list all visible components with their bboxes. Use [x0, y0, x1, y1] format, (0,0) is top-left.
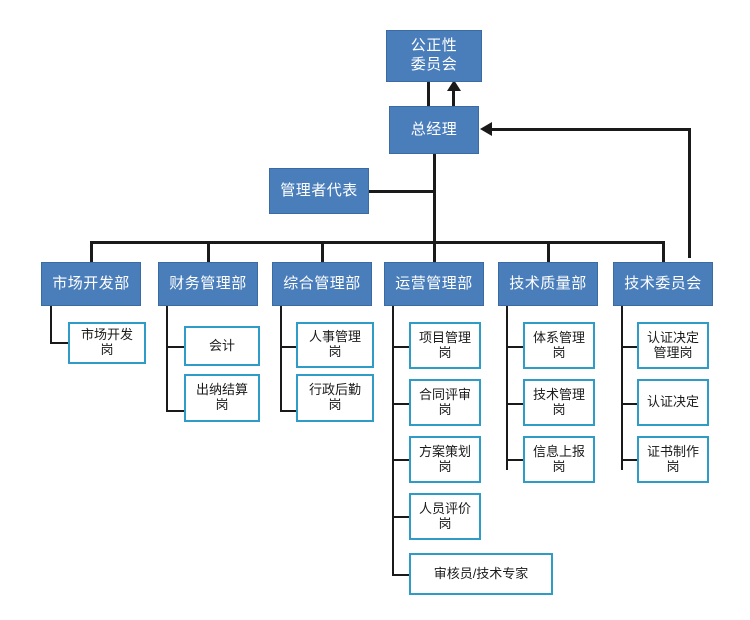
node-contract-review-post-label: 合同评审 岗 — [418, 386, 471, 417]
node-cashier-settlement-post-label: 出纳结算 岗 — [195, 382, 248, 412]
node-general-manager-label: 总经理 — [410, 121, 458, 139]
node-auditor-technical-expert-label: 审核员/技术专家 — [433, 565, 529, 581]
node-operations-management-dept[interactable]: 运营管理部 — [384, 262, 484, 306]
connector-col1-to-post-1 — [50, 342, 70, 344]
node-technical-management-post[interactable]: 技术管理 岗 — [523, 379, 595, 426]
node-system-management-post[interactable]: 体系管理 岗 — [523, 322, 595, 369]
node-project-management-post-label: 项目管理 岗 — [418, 329, 471, 360]
connector-techcommittee-to-gm — [492, 128, 691, 131]
connector-gm-to-committee-arrow-shaft — [452, 88, 455, 106]
node-general-management-dept[interactable]: 综合管理部 — [272, 262, 372, 306]
connector-col2-spine — [166, 306, 168, 412]
node-project-management-post[interactable]: 项目管理 岗 — [409, 322, 481, 369]
connector-drop-market-development — [90, 241, 93, 262]
node-management-representative[interactable]: 管理者代表 — [269, 168, 369, 214]
node-technical-quality-dept-label: 技术质量部 — [509, 275, 587, 293]
arrow-up-icon — [447, 80, 461, 91]
node-information-reporting-post-label: 信息上报 岗 — [532, 443, 585, 474]
node-admin-logistics-post-label: 行政后勤 岗 — [308, 382, 361, 412]
connector-col4-to-post-2 — [392, 403, 410, 405]
node-finance-management-dept-label: 财务管理部 — [169, 275, 247, 293]
node-general-management-dept-label: 综合管理部 — [283, 275, 361, 293]
connector-department-trunk — [90, 241, 664, 244]
node-admin-logistics-post[interactable]: 行政后勤 岗 — [296, 374, 374, 422]
connector-col2-to-post-1 — [166, 346, 186, 348]
node-certification-decision-management-post[interactable]: 认证决定 管理岗 — [637, 322, 709, 369]
node-hr-management-post-label: 人事管理 岗 — [308, 329, 361, 359]
node-operations-management-dept-label: 运营管理部 — [395, 275, 473, 293]
connector-drop-technical-committee — [662, 241, 665, 262]
arrow-left-icon — [480, 122, 492, 136]
node-certification-decision-management-post-label: 认证决定 管理岗 — [646, 329, 699, 360]
connector-col5-spine — [506, 306, 508, 470]
connector-col5-to-post-2 — [506, 403, 524, 405]
node-certificate-production-post[interactable]: 证书制作 岗 — [637, 436, 709, 483]
node-impartiality-committee[interactable]: 公正性 委员会 — [386, 30, 482, 82]
connector-col4-to-post-1 — [392, 346, 410, 348]
connector-col2-to-post-2 — [166, 410, 186, 412]
node-technical-quality-dept[interactable]: 技术质量部 — [498, 262, 598, 306]
node-technical-committee-dept-label: 技术委员会 — [624, 275, 702, 293]
connector-techcommittee-riser — [688, 128, 691, 258]
node-certification-decision-post[interactable]: 认证决定 — [637, 379, 709, 426]
connector-col5-to-post-1 — [506, 346, 524, 348]
connector-col4-spine — [392, 306, 394, 576]
connector-drop-general-management — [321, 241, 324, 262]
node-accounting-post[interactable]: 会计 — [184, 326, 260, 366]
node-certification-decision-post-label: 认证决定 — [646, 394, 699, 410]
node-hr-management-post[interactable]: 人事管理 岗 — [296, 322, 374, 368]
node-scheme-planning-post[interactable]: 方案策划 岗 — [409, 436, 481, 483]
connector-col6-to-post-1 — [621, 346, 639, 348]
node-technical-management-post-label: 技术管理 岗 — [532, 386, 585, 417]
connector-col6-to-post-3 — [621, 459, 639, 461]
node-certificate-production-post-label: 证书制作 岗 — [646, 443, 699, 474]
connector-col3-spine — [280, 306, 282, 412]
node-scheme-planning-post-label: 方案策划 岗 — [418, 443, 471, 474]
node-general-manager[interactable]: 总经理 — [389, 106, 479, 154]
node-impartiality-committee-label: 公正性 委员会 — [410, 37, 458, 73]
connector-col5-to-post-3 — [506, 459, 524, 461]
node-system-management-post-label: 体系管理 岗 — [532, 329, 585, 360]
node-market-development-dept[interactable]: 市场开发部 — [41, 262, 141, 306]
node-cashier-settlement-post[interactable]: 出纳结算 岗 — [184, 374, 260, 422]
node-finance-management-dept[interactable]: 财务管理部 — [158, 262, 258, 306]
node-information-reporting-post[interactable]: 信息上报 岗 — [523, 436, 595, 483]
node-market-development-post-label: 市场开发 岗 — [80, 327, 133, 357]
connector-col6-to-post-2 — [621, 403, 639, 405]
connector-drop-technical-quality — [547, 241, 550, 262]
node-personnel-evaluation-post-label: 人员评价 岗 — [418, 500, 471, 531]
connector-col4-to-post-4 — [392, 516, 410, 518]
connector-committee-to-gm — [427, 82, 430, 106]
node-auditor-technical-expert[interactable]: 审核员/技术专家 — [409, 553, 553, 595]
connector-col1-spine — [50, 306, 52, 344]
node-contract-review-post[interactable]: 合同评审 岗 — [409, 379, 481, 426]
node-accounting-post-label: 会计 — [208, 337, 235, 353]
node-management-representative-label: 管理者代表 — [280, 182, 358, 200]
connector-col6-spine — [621, 306, 623, 470]
connector-drop-finance-management — [207, 241, 210, 262]
node-market-development-dept-label: 市场开发部 — [52, 275, 130, 293]
connector-col4-to-post-3 — [392, 459, 410, 461]
connector-col3-to-post-2 — [280, 410, 298, 412]
connector-col3-to-post-1 — [280, 346, 298, 348]
connector-mgmt-rep-to-spine — [369, 190, 435, 193]
node-market-development-post[interactable]: 市场开发 岗 — [68, 322, 146, 364]
connector-drop-operations-management — [433, 241, 436, 262]
node-personnel-evaluation-post[interactable]: 人员评价 岗 — [409, 493, 481, 540]
connector-gm-spine — [433, 154, 436, 242]
node-technical-committee-dept[interactable]: 技术委员会 — [613, 262, 713, 306]
connector-col4-to-post-5 — [392, 574, 410, 576]
